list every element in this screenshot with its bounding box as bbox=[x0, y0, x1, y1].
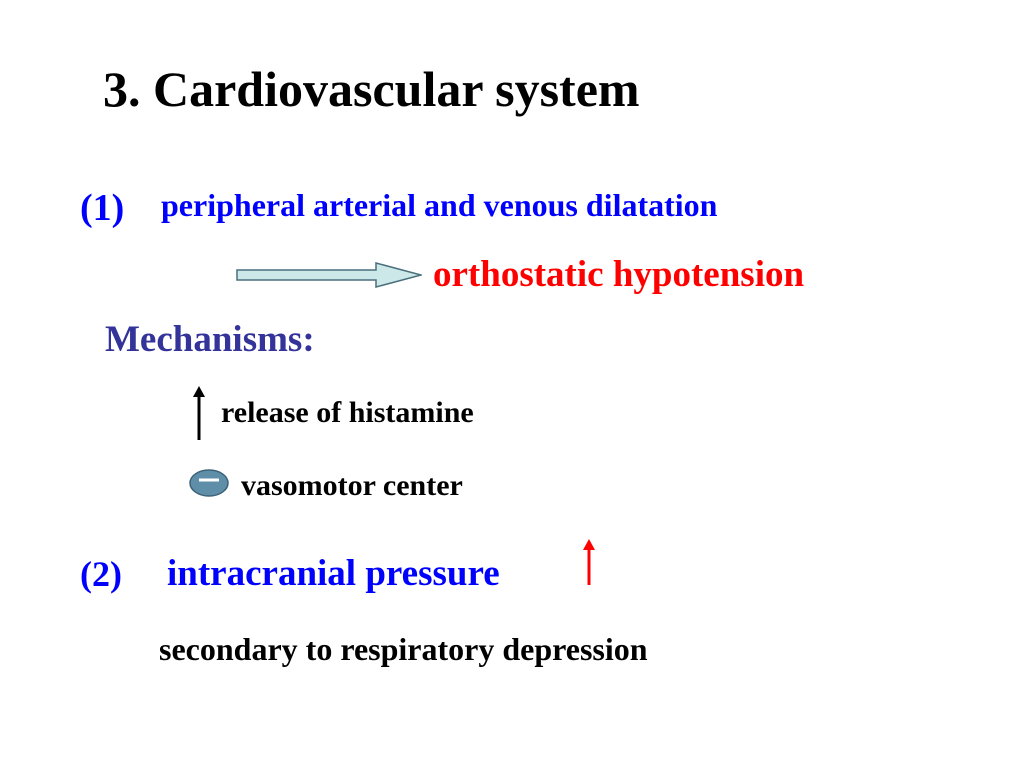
mechanism-item-histamine: release of histamine bbox=[221, 396, 474, 429]
item2-text: intracranial pressure bbox=[167, 553, 500, 594]
mechanism-item-vasomotor: vasomotor center bbox=[241, 469, 463, 502]
item2-note: secondary to respiratory depression bbox=[159, 631, 648, 667]
minus-circle-icon bbox=[189, 469, 229, 497]
item1-text: peripheral arterial and venous dilatatio… bbox=[161, 187, 718, 223]
up-arrow-icon bbox=[193, 386, 205, 440]
item1-number: (1) bbox=[80, 187, 125, 229]
item1-result: orthostatic hypotension bbox=[433, 254, 805, 295]
item2-number: (2) bbox=[80, 554, 122, 594]
slide-title: 3. Cardiovascular system bbox=[103, 61, 640, 117]
right-arrow-icon bbox=[236, 262, 422, 288]
up-arrow-icon bbox=[583, 539, 595, 585]
mechanisms-heading: Mechanisms: bbox=[105, 319, 315, 360]
